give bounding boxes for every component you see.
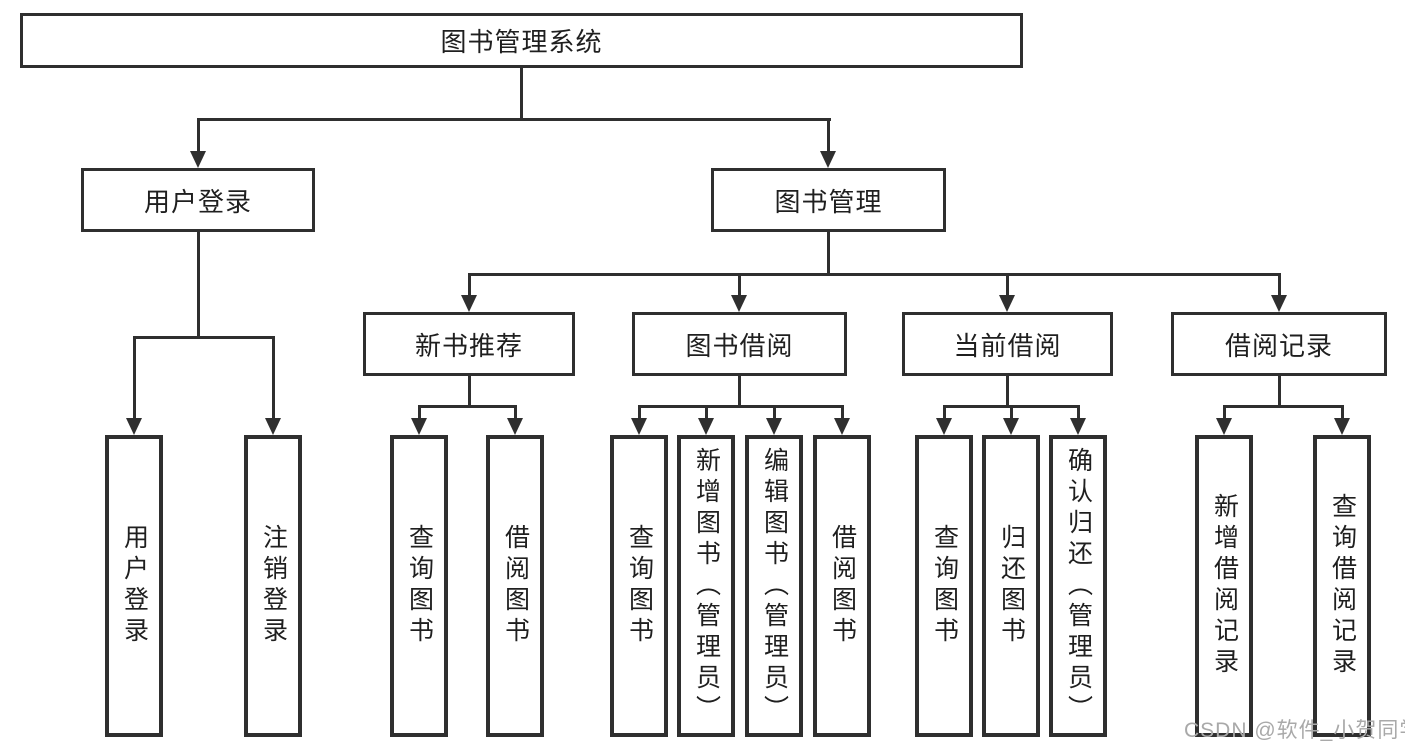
leaf-label: 查询图书 xyxy=(405,524,434,648)
connector-line xyxy=(197,232,200,339)
connector-line xyxy=(514,408,517,420)
connector-line xyxy=(638,408,641,420)
arrowhead-icon xyxy=(631,418,647,435)
connector-line xyxy=(1006,276,1009,296)
connector-line xyxy=(705,408,708,420)
connector-line xyxy=(738,376,741,408)
arrowhead-icon xyxy=(1070,418,1086,435)
connector-line xyxy=(1341,408,1344,420)
connector-line xyxy=(1278,276,1281,296)
leaf-borrow-books-recommend: 借阅图书 xyxy=(486,435,544,737)
leaf-label: 查询借阅记录 xyxy=(1328,493,1357,679)
leaf-return-books: 归还图书 xyxy=(982,435,1040,737)
connector-line xyxy=(197,121,200,152)
leaf-query-borrow-record: 查询借阅记录 xyxy=(1313,435,1371,737)
connector-line xyxy=(418,408,421,420)
connector-line xyxy=(418,405,517,408)
node-book-management: 图书管理 xyxy=(711,168,946,232)
arrowhead-icon xyxy=(507,418,523,435)
node-borrowing-records: 借阅记录 xyxy=(1171,312,1387,376)
node-current-borrowing: 当前借阅 xyxy=(902,312,1113,376)
connector-line xyxy=(1223,408,1226,420)
arrowhead-icon xyxy=(1003,418,1019,435)
connector-line xyxy=(133,336,275,339)
connector-line xyxy=(468,276,471,296)
leaf-logout: 注销登录 xyxy=(244,435,302,737)
leaf-label: 新增图书（管理员） xyxy=(692,446,721,726)
node-book-borrowing: 图书借阅 xyxy=(632,312,847,376)
leaf-label: 确认归还（管理员） xyxy=(1064,446,1093,726)
node-label: 用户登录 xyxy=(143,186,252,217)
arrowhead-icon xyxy=(1334,418,1350,435)
arrowhead-icon xyxy=(126,418,142,435)
leaf-label: 用户登录 xyxy=(120,524,149,648)
arrowhead-icon xyxy=(265,418,281,435)
connector-line xyxy=(1223,405,1344,408)
arrowhead-icon xyxy=(190,151,206,168)
node-label: 新书推荐 xyxy=(414,330,523,361)
arrowhead-icon xyxy=(766,418,782,435)
node-label: 当前借阅 xyxy=(953,330,1062,361)
connector-line xyxy=(520,68,523,121)
leaf-label: 查询图书 xyxy=(930,524,959,648)
node-new-book-recommendation: 新书推荐 xyxy=(363,312,575,376)
leaf-query-books-borrowing: 查询图书 xyxy=(610,435,668,737)
leaf-label: 编辑图书（管理员） xyxy=(760,446,789,726)
arrowhead-icon xyxy=(1271,295,1287,312)
arrowhead-icon xyxy=(698,418,714,435)
connector-line xyxy=(827,121,830,152)
connector-line xyxy=(638,405,844,408)
leaf-label: 新增借阅记录 xyxy=(1210,493,1239,679)
node-label: 图书借阅 xyxy=(685,330,794,361)
connector-line xyxy=(1006,376,1009,408)
connector-line xyxy=(468,273,1281,276)
leaf-add-books-admin: 新增图书（管理员） xyxy=(677,435,735,737)
node-label: 借阅记录 xyxy=(1224,330,1333,361)
leaf-edit-books-admin: 编辑图书（管理员） xyxy=(745,435,803,737)
arrowhead-icon xyxy=(1216,418,1232,435)
arrowhead-icon xyxy=(999,295,1015,312)
leaf-label: 查询图书 xyxy=(625,524,654,648)
leaf-user-login: 用户登录 xyxy=(105,435,163,737)
arrowhead-icon xyxy=(731,295,747,312)
connector-line xyxy=(943,408,946,420)
leaf-borrow-books-borrowing: 借阅图书 xyxy=(813,435,871,737)
connector-line xyxy=(827,232,830,276)
leaf-add-borrow-record: 新增借阅记录 xyxy=(1195,435,1253,737)
csdn-watermark: CSDN @软件_小贺同学 xyxy=(1184,719,1405,742)
arrowhead-icon xyxy=(461,295,477,312)
connector-line xyxy=(1278,376,1281,408)
leaf-label: 借阅图书 xyxy=(828,524,857,648)
node-label: 图书管理 xyxy=(774,186,883,217)
node-library-management-system: 图书管理系统 xyxy=(20,13,1023,68)
connector-line xyxy=(1010,408,1013,420)
connector-line xyxy=(943,405,1080,408)
connector-line xyxy=(272,339,275,419)
connector-line xyxy=(1077,408,1080,420)
node-label: 图书管理系统 xyxy=(440,27,603,57)
arrowhead-icon xyxy=(936,418,952,435)
connector-line xyxy=(773,408,776,420)
arrowhead-icon xyxy=(820,151,836,168)
arrowhead-icon xyxy=(834,418,850,435)
connector-line xyxy=(468,376,471,408)
leaf-label: 借阅图书 xyxy=(501,524,530,648)
arrowhead-icon xyxy=(411,418,427,435)
leaf-confirm-return-admin: 确认归还（管理员） xyxy=(1049,435,1107,737)
node-user-login: 用户登录 xyxy=(81,168,315,232)
connector-line xyxy=(738,276,741,296)
leaf-label: 归还图书 xyxy=(997,524,1026,648)
leaf-query-books-current: 查询图书 xyxy=(915,435,973,737)
connector-line xyxy=(197,118,831,121)
connector-line xyxy=(841,408,844,420)
connector-line xyxy=(133,339,136,419)
leaf-query-books-recommend: 查询图书 xyxy=(390,435,448,737)
leaf-label: 注销登录 xyxy=(259,524,288,648)
